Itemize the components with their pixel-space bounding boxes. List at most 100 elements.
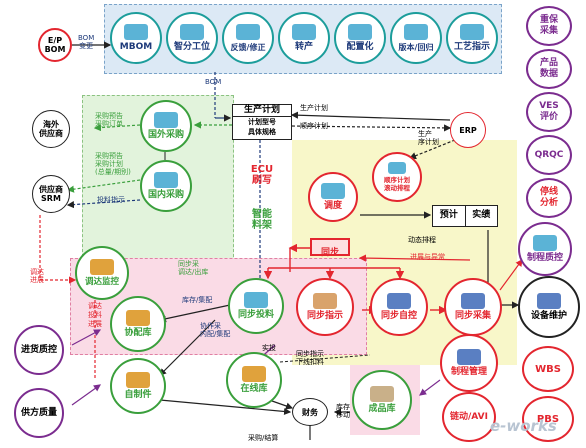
right-item-label: VES — [539, 101, 559, 111]
right-item-label: 数据 — [539, 69, 558, 79]
dispatch-node[interactable]: 调度 — [308, 172, 358, 222]
wbs-node[interactable]: WBS — [522, 346, 574, 392]
process-icon — [292, 23, 316, 40]
sync-instruction-node[interactable]: 同步指示 — [296, 278, 354, 336]
sync-receive-label: 协作采内配/集配 — [200, 322, 231, 338]
coop-store-node[interactable]: 协配库 — [110, 296, 166, 352]
mfg-mgmt-node[interactable]: 制程管理 — [440, 334, 498, 392]
sync-box[interactable]: 同步 — [310, 238, 350, 258]
overseas-supplier-node[interactable]: 海外 供应商 — [32, 110, 70, 148]
right-item-label: 产品 — [539, 58, 558, 68]
plan-sub-1: 计划型号 — [248, 118, 276, 126]
expedite-feed-label: 调达投料进展 — [88, 302, 102, 328]
top-circle-label: 转产 — [294, 41, 313, 52]
finance-node[interactable]: 财务 — [292, 398, 328, 426]
foreign-purchase-icon — [154, 111, 178, 128]
top-circle-6[interactable]: 版本/回归 — [390, 12, 442, 64]
expedite-progress-label: 调达进展 — [30, 268, 44, 284]
purchase-forecast-plan-label: 采购预告采购计划(总量/期别) — [95, 152, 131, 176]
top-circle-3[interactable]: 反馈/修正 — [222, 12, 274, 64]
finished-store-node[interactable]: 成品库 — [352, 370, 412, 430]
domestic-purchase-icon — [154, 171, 178, 188]
sync-expedite-label: 同步采调达/出库 — [178, 260, 209, 276]
manager-icon — [457, 348, 481, 365]
right-item-label: 评价 — [539, 112, 558, 122]
purchase-settle-label: 采购/结算 — [248, 434, 279, 442]
worker-icon — [244, 291, 268, 308]
instruction-icon — [313, 292, 337, 309]
ep-bom-node[interactable]: E/P BOM — [38, 28, 72, 62]
progress-exception-label: 进展与异常 — [410, 253, 445, 261]
ecu-flash-node[interactable]: ECU 刷写 — [250, 164, 274, 186]
forecast-actual-box[interactable]: 预计 实绩 — [432, 205, 498, 227]
stack-icon — [126, 309, 150, 326]
purchase-forecast-order-label: 采购预告采购订单 — [95, 112, 123, 128]
prod-plan-label: 生产计划 — [300, 104, 328, 112]
top-circle-2[interactable]: 智分工位 — [166, 12, 218, 64]
machine-icon — [387, 292, 411, 309]
right-item-label: 分析 — [539, 198, 558, 208]
ep-bom-line1: E/P — [47, 36, 63, 45]
right-item-5[interactable]: 停线分析 — [526, 178, 572, 218]
andon-node[interactable]: 链动/AVI — [442, 392, 496, 442]
process-icon — [348, 23, 372, 40]
supplier-srm-node[interactable]: 供应商 SRM — [32, 175, 70, 213]
quality-icon — [533, 234, 557, 251]
boxes-icon — [90, 258, 114, 275]
right-item-label: 重保 — [539, 15, 558, 25]
store-coop-label: 库存/集配 — [182, 296, 213, 304]
line-store-node[interactable]: 在线库 — [226, 352, 282, 408]
sync-feed-node[interactable]: 同步投料 — [228, 278, 284, 334]
top-circle-label: 智分工位 — [173, 41, 210, 52]
equipment-icon — [537, 292, 561, 309]
actual-label: 实绩 — [472, 210, 491, 220]
seq-plan-icon — [388, 162, 406, 174]
pbs-node[interactable]: PBS — [522, 396, 574, 442]
stack-icon — [242, 365, 266, 382]
sync-feed-label: 同步指示下线扣料 — [296, 350, 324, 366]
actual-feed-label: 实投 — [262, 344, 276, 352]
right-item-2[interactable]: 产品数据 — [526, 49, 572, 89]
plan-sub-2: 具体规格 — [248, 128, 276, 136]
top-circle-4[interactable]: 转产 — [278, 12, 330, 64]
sync-control-node[interactable]: 同步自控 — [370, 278, 428, 336]
top-circle-label: 配置化 — [346, 41, 374, 52]
right-item-4[interactable]: QRQC — [526, 135, 572, 175]
feed-instruction-label: 投料指示 — [97, 196, 125, 204]
smart-material-node[interactable]: 智能 料架 — [252, 209, 272, 231]
production-plan-box[interactable]: 生产计划 计划型号 具体规格 — [232, 104, 292, 140]
bom-label: BOM — [205, 78, 222, 86]
domestic-purchase-node[interactable]: 国内采购 — [140, 160, 192, 212]
top-circle-5[interactable]: 配置化 — [334, 12, 386, 64]
top-circle-7[interactable]: 工艺指示 — [446, 12, 498, 64]
process-icon — [236, 23, 260, 40]
stack-icon — [126, 371, 150, 388]
supplier-quality-node[interactable]: 供方质量 — [14, 388, 64, 438]
top-circle-label: 版本/回归 — [398, 42, 434, 52]
watermark: e-works — [490, 417, 557, 435]
ep-bom-line2: BOM — [44, 45, 66, 54]
dynamic-schedule-label: 动态排程 — [408, 236, 436, 244]
stock-move-label: 库存移动 — [336, 403, 350, 419]
top-circle-1[interactable]: MBOM — [110, 12, 162, 64]
incoming-qc-node[interactable]: 进货质控 — [14, 325, 64, 375]
equipment-maint-node[interactable]: 设备维护 — [518, 276, 580, 338]
top-circle-label: 反馈/修正 — [230, 42, 266, 52]
right-item-1[interactable]: 重保采集 — [526, 6, 572, 46]
expedite-monitor-node[interactable]: 调达监控 — [75, 246, 129, 300]
mfg-quality-node[interactable]: 制程质控 — [518, 222, 572, 276]
sync-collect-node[interactable]: 同步采集 — [444, 278, 502, 336]
scanner-icon — [461, 292, 485, 309]
erp-node[interactable]: ERP — [450, 112, 486, 148]
prod-seq-plan-label: 生产序计划 — [418, 130, 439, 146]
right-item-label: QRQC — [534, 149, 564, 160]
foreign-purchase-node[interactable]: 国外采购 — [140, 100, 192, 152]
seq-plan-node[interactable]: 顺序计划 滚动排程 — [372, 152, 422, 202]
process-icon — [404, 23, 428, 40]
house-icon — [370, 385, 394, 402]
self-made-node[interactable]: 自制件 — [110, 358, 166, 414]
seq-plan-label: 顺序计划 — [300, 122, 328, 130]
